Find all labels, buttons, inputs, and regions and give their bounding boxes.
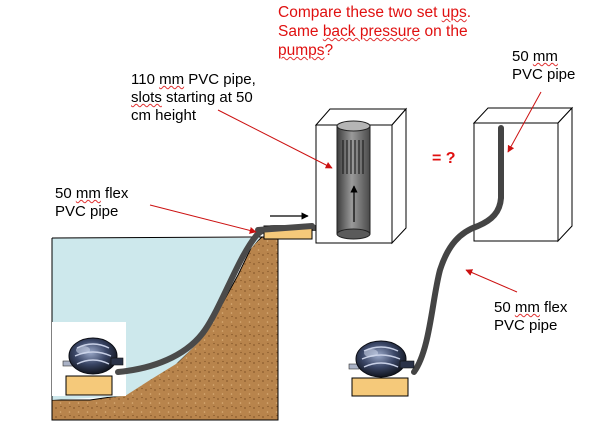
label-110mm-pipe: 110 mm PVC pipe, slots starting at 50 cm… [131, 71, 256, 125]
label-110mm-line-1: 110 mm PVC pipe, [131, 71, 256, 88]
label-pvc-pipe-right: 50 mm PVC pipe [512, 48, 575, 84]
left-pond-pump-icon [62, 337, 124, 375]
right-pond-pump-icon [348, 340, 415, 378]
question-line-2: Same back pressure on the [278, 23, 468, 40]
question-line-3: pumps? [278, 42, 334, 59]
label-flex-left-line-1: 50 mm flex [55, 185, 129, 202]
callout-arrow-flex-right [465, 269, 518, 293]
label-pvc-right-line-1: 50 mm [512, 48, 558, 65]
left-pump-base [65, 375, 113, 396]
comparison-question: Compare these two set ups. Same back pre… [278, 3, 471, 60]
slotted-110mm-pipe [336, 120, 371, 240]
pond-rim [51, 236, 263, 239]
right-pump-base [351, 377, 409, 397]
label-flex-pipe-left: 50 mm flex PVC pipe [55, 185, 128, 221]
question-line-1: Compare these two set ups. [278, 4, 472, 21]
label-pvc-right-line-2: PVC pipe [512, 66, 576, 83]
callout-arrow-flex-left [149, 204, 257, 234]
callout-arrows [149, 91, 542, 293]
label-110mm-line-3: cm height [131, 107, 197, 124]
label-flex-right-line-2: PVC pipe [494, 317, 558, 334]
label-110mm-line-2: slots starting at 50 [131, 89, 253, 106]
label-flex-left-line-2: PVC pipe [55, 203, 119, 220]
callout-arrow-pvc-right [507, 91, 542, 153]
right-pvc-pipe [411, 125, 504, 375]
label-flex-right-line-1: 50 mm flex [494, 299, 568, 316]
equals-question-mark: = ? [432, 150, 456, 167]
callout-arrow-110mm [217, 109, 333, 169]
label-flex-pipe-right: 50 mm flex PVC pipe [494, 299, 567, 335]
